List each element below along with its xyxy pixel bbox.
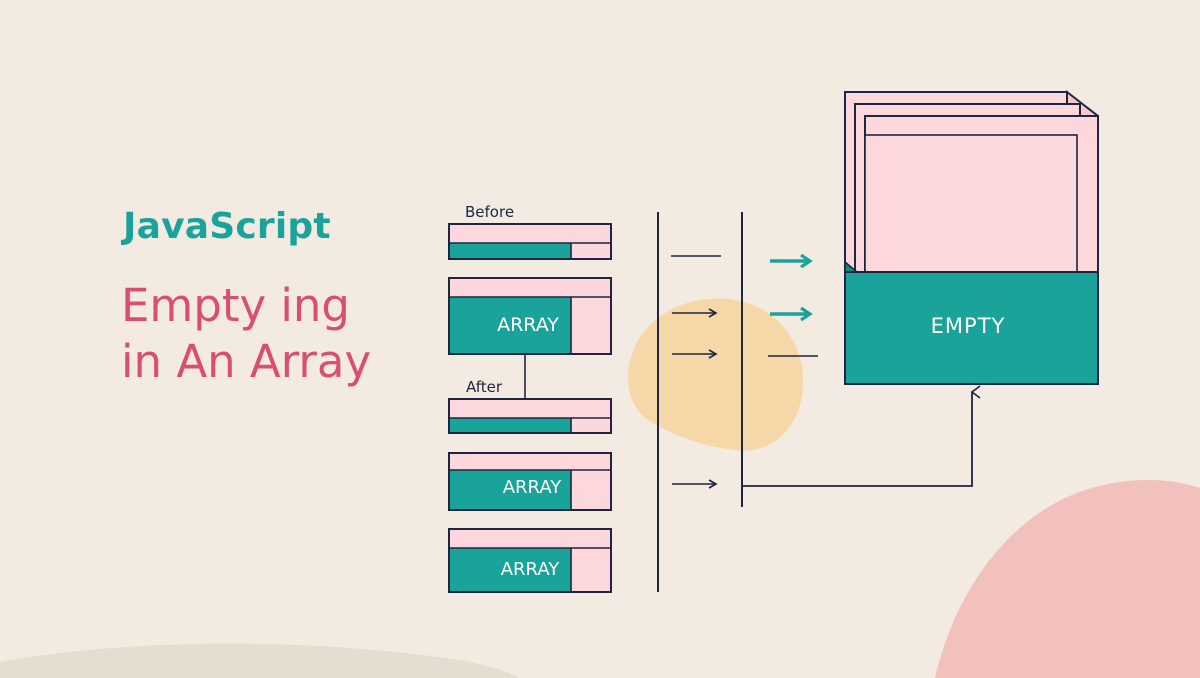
page-title-line-1: Empty ing	[121, 279, 350, 332]
after-array-block-2: ARRAY	[448, 528, 612, 593]
after-thin-bar	[448, 398, 612, 434]
page-title: Empty ing in An Array	[121, 278, 371, 390]
empty-box	[844, 271, 1099, 385]
bottom-left-blob	[0, 643, 520, 678]
array-label-2: ARRAY	[503, 477, 563, 498]
before-label: Before	[465, 203, 514, 221]
title-kicker: JavaScript	[123, 206, 331, 247]
corner-pink-blob	[935, 480, 1200, 678]
after-label: After	[466, 378, 503, 396]
array-label-1: ARRAY	[497, 314, 559, 336]
empty-label: EMPTY	[931, 314, 1006, 338]
empty-container-stack: EMPTY	[844, 89, 1099, 385]
page-title-line-2: in An Array	[121, 335, 372, 388]
yellow-highlight-blob	[627, 298, 804, 451]
before-thin-bar	[448, 223, 612, 260]
after-array-block-1: ARRAY	[448, 452, 612, 511]
before-array-block: ARRAY	[448, 277, 612, 355]
connector-to-container	[742, 385, 981, 487]
array-label-3: ARRAY	[501, 559, 561, 580]
